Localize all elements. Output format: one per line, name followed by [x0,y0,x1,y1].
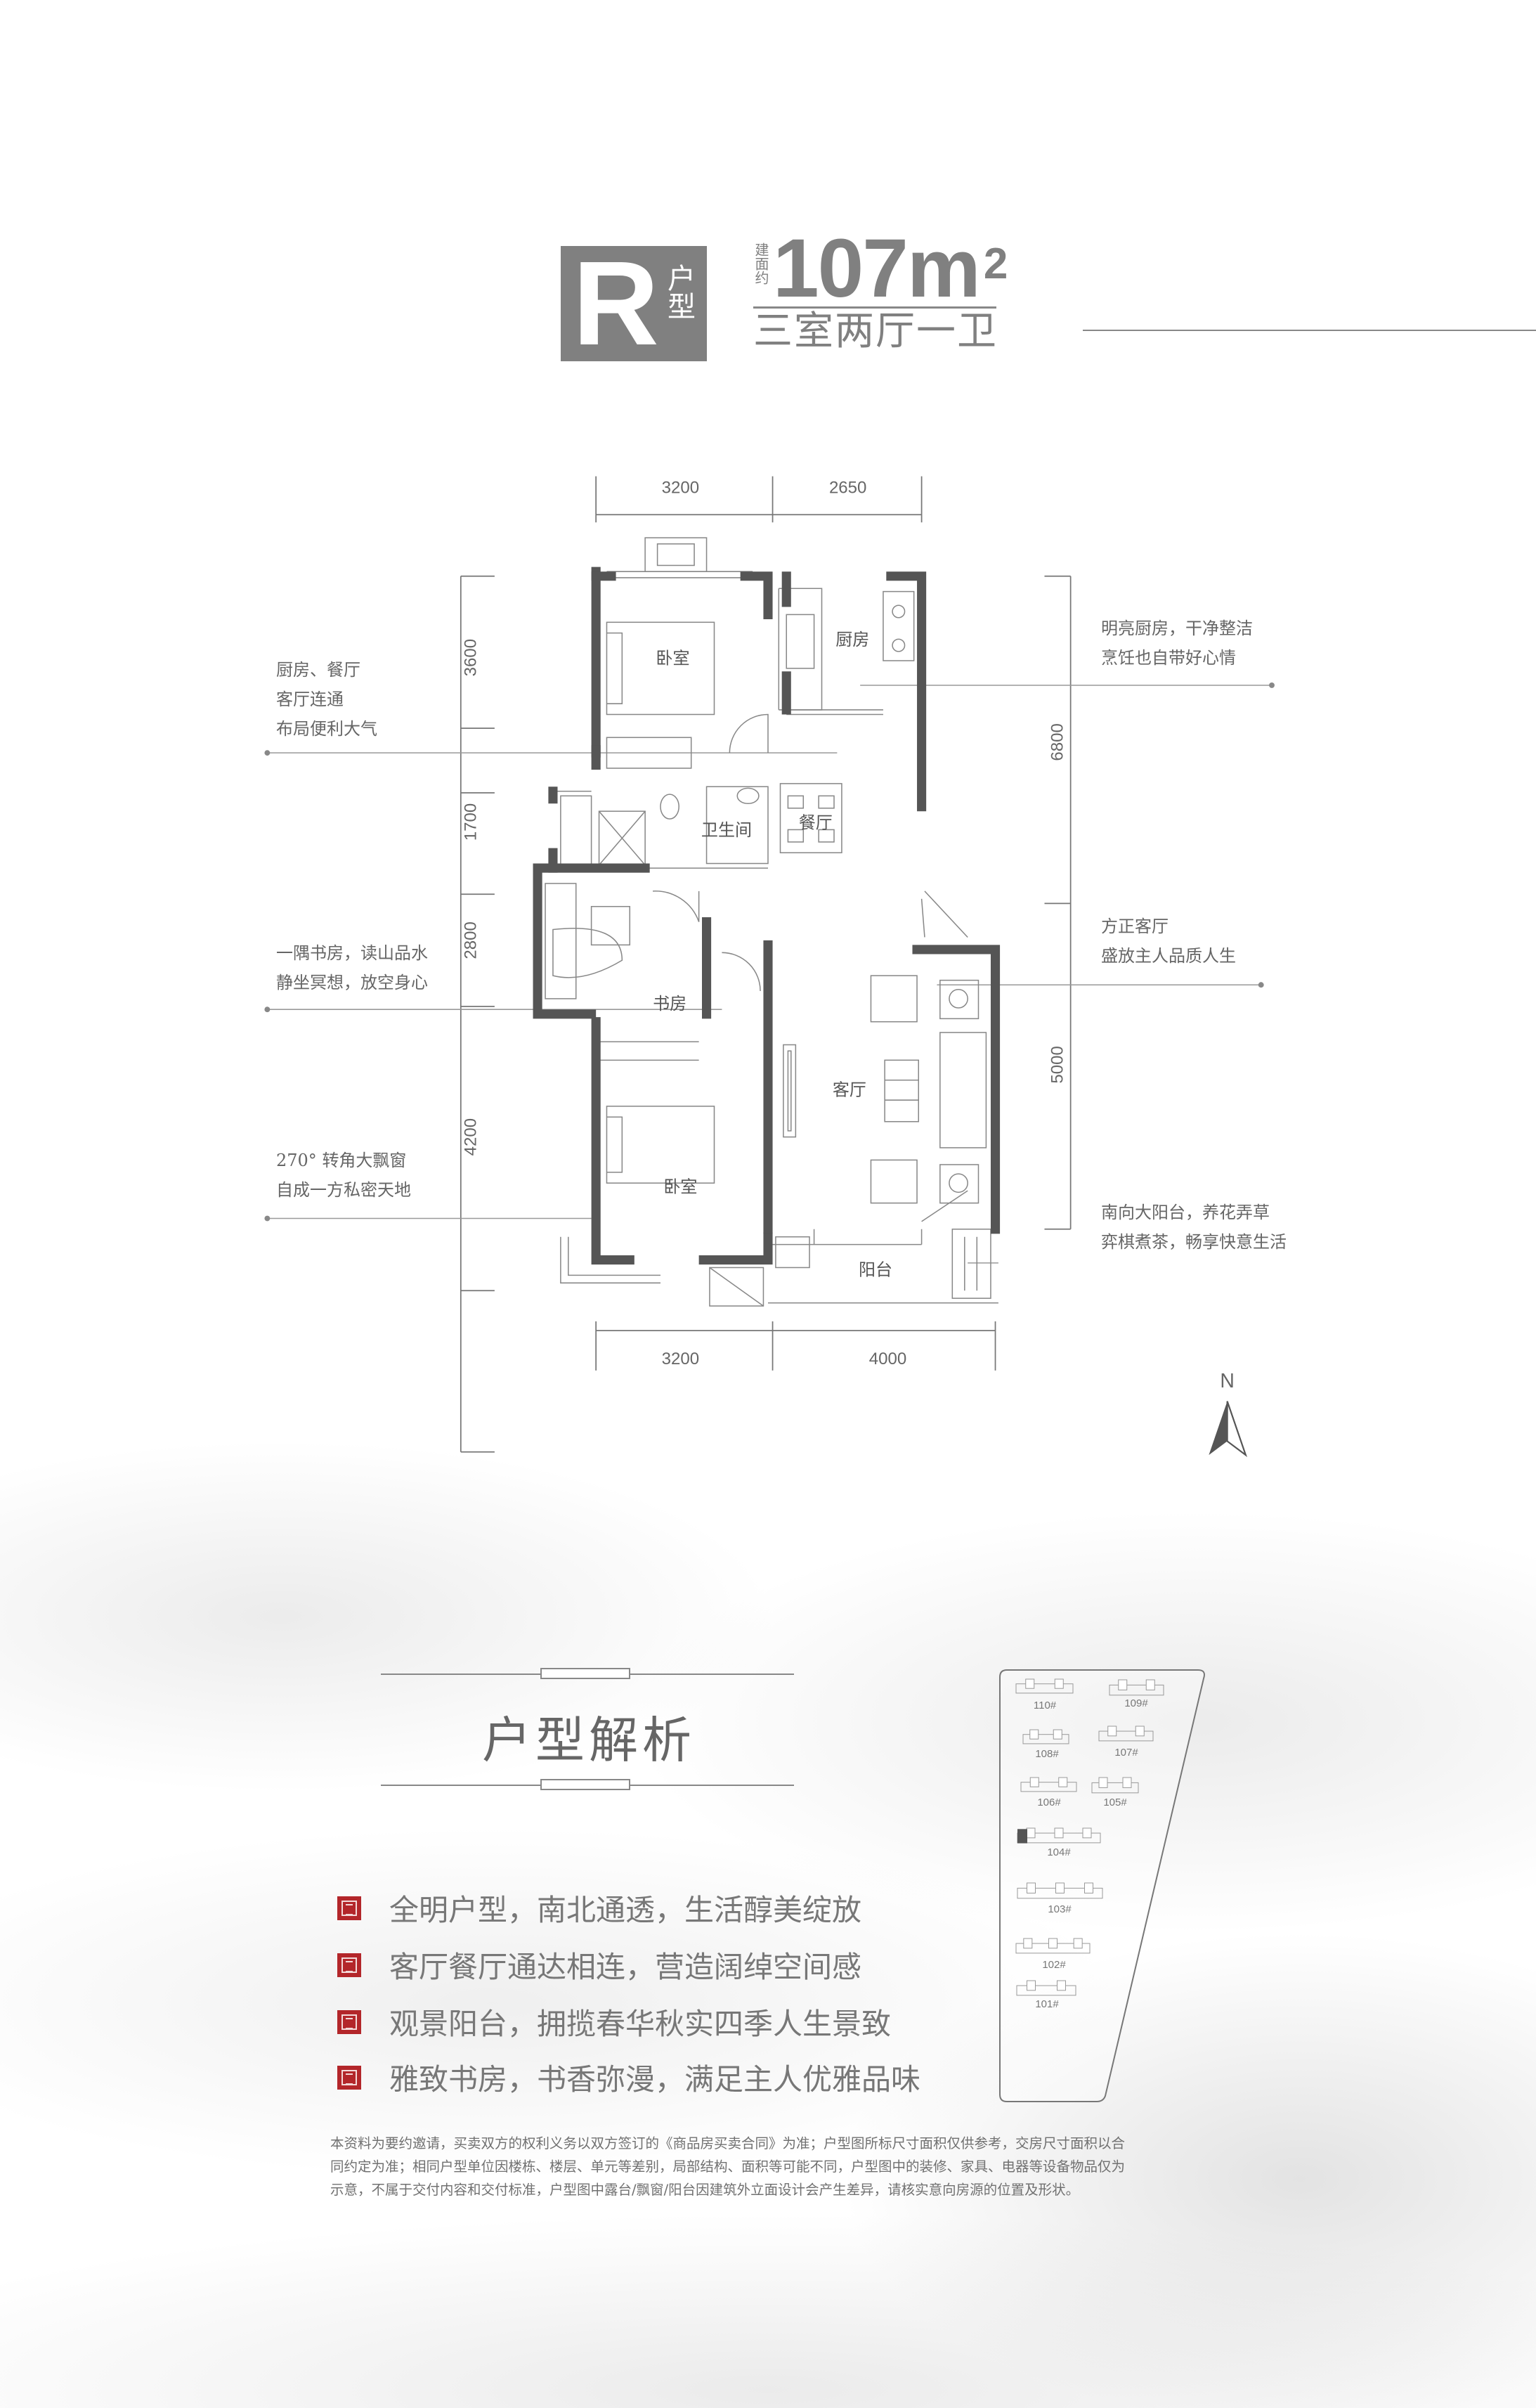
building-label: 103# [1048,1903,1072,1915]
building-102-icon [1015,1938,1091,1954]
building-103-icon [1017,1882,1103,1899]
title-ornament [381,1668,794,1790]
site-plan-frame [999,1669,1205,2102]
building-label: 108# [1035,1748,1059,1760]
building-label: 105# [1103,1797,1127,1808]
callout-line: 客厅连通 [276,690,344,709]
room-label-bedroom-north: 卧室 [656,648,689,668]
section-title: 户型解析 [482,1711,696,1769]
plan-walls [533,567,1001,1265]
callout-kitchen: 明亮厨房，干净整洁 烹饪也自带好心情 [1101,614,1253,673]
dim-left-3: 2800 [462,921,481,959]
building-109-icon [1109,1679,1164,1696]
building-110-icon [1015,1678,1074,1694]
callout-line: 厨房、餐厅 [276,660,360,680]
analysis-point: 客厅餐厅通达相连，营造阔绰空间感 [337,1943,861,1986]
area-unit-sup: 2 [983,240,1008,288]
seal-icon [337,2009,361,2034]
dim-left-1: 3600 [462,639,481,676]
north-arrow-icon: N [1209,1370,1248,1458]
layout-label: 三室两厅一卫 [753,309,998,354]
dimension-lines [460,476,1072,1453]
analysis-point-text: 全明户型，南北通透，生活醇美绽放 [389,1893,862,1927]
callout-line: 自成一方私密天地 [276,1180,411,1200]
disclaimer-line: 同约定为准；相同户型单位因楼栋、楼层、单元等差别，局部结构、面积等可能不同，户型… [330,2158,1126,2175]
building-label: 107# [1114,1747,1138,1759]
callout-line: 盛放主人品质人生 [1101,946,1236,966]
callout-living: 方正客厅 盛放主人品质人生 [1101,912,1236,971]
callout-line: 弈棋煮茶，畅享快意生活 [1101,1232,1287,1252]
room-label-bedroom-south: 卧室 [663,1177,697,1196]
callout-line: 270° 转角大飘窗 [276,1151,407,1170]
seal-icon [337,1953,361,1977]
analysis-point: 雅致书房，书香弥漫，满足主人优雅品味 [337,2056,920,2099]
callout-line: 方正客厅 [1101,917,1169,936]
area-number: 107m [773,222,981,315]
building-106-icon [1020,1777,1077,1792]
building-label: 110# [1033,1700,1057,1711]
unit-type-label: 户型 [663,264,695,320]
room-label-dining: 餐厅 [799,813,833,832]
analysis-point: 观景阳台，拥揽春华秋实四季人生景致 [337,2000,891,2043]
room-label-living: 客厅 [833,1080,866,1100]
area-prefix: 建面约 [753,242,769,285]
analysis-point-text: 雅致书房，书香弥漫，满足主人优雅品味 [389,2062,921,2097]
callout-line: 一隅书房，读山品水 [276,943,428,963]
building-label: 106# [1037,1797,1061,1808]
building-105-icon [1091,1777,1139,1794]
callout-balcony: 南向大阳台，养花弄草 弈棋煮茶，畅享快意生活 [1101,1198,1287,1257]
dim-bottom-1: 3200 [662,1349,699,1368]
dim-right-1: 6800 [1048,723,1067,760]
header-rule [1083,330,1536,331]
building-label: 101# [1035,1998,1059,2010]
seal-icon [337,2065,361,2090]
dim-top-1: 3200 [662,479,699,498]
dim-left-2: 1700 [462,803,481,841]
analysis-point-text: 观景阳台，拥揽春华秋实四季人生景致 [389,2007,892,2041]
disclaimer: 本资料为要约邀请，买卖双方的权利义务以双方签订的《商品房买卖合同》为准；户型图所… [330,2132,1202,2201]
callout-line: 明亮厨房，干净整洁 [1101,619,1253,638]
area-value: 107m2 [773,226,1008,311]
callout-study: 一隅书房，读山品水 静坐冥想，放空身心 [276,938,428,997]
analysis-point: 全明户型，南北通透，生活醇美绽放 [337,1886,861,1929]
north-label: N [1220,1370,1235,1392]
unit-letter: R [573,237,659,370]
plan-details [545,537,998,1307]
room-label-balcony: 阳台 [859,1260,892,1279]
room-label-study: 书房 [653,994,686,1014]
disclaimer-line: 本资料为要约邀请，买卖双方的权利义务以双方签订的《商品房买卖合同》为准；户型图所… [330,2135,1126,2151]
building-label: 102# [1042,1959,1066,1971]
building-label: 109# [1124,1697,1148,1709]
building-104-icon [1017,1827,1101,1844]
header-divider [753,306,996,309]
dim-right-2: 5000 [1048,1046,1067,1083]
seal-icon [337,1896,361,1920]
callout-line: 静坐冥想，放空身心 [276,973,428,992]
dim-bottom-2: 4000 [869,1349,906,1368]
analysis-point-text: 客厅餐厅通达相连，营造阔绰空间感 [389,1950,862,1984]
building-108-icon [1022,1729,1069,1744]
room-label-kitchen: 厨房 [835,630,869,649]
unit-badge [561,246,707,361]
callout-bay-window: 270° 转角大飘窗 自成一方私密天地 [276,1146,411,1205]
callout-line: 布局便利大气 [276,719,377,739]
dim-left-4: 4200 [462,1118,481,1156]
building-label: 104# [1047,1846,1071,1858]
floor-plan: 3200 2650 3200 4000 3600 1700 2800 4200 … [264,476,1275,1458]
dim-top-2: 2650 [829,479,866,498]
building-107-icon [1098,1726,1154,1742]
disclaimer-line: 示意，不属于交付内容和交付标准，户型图中露台/飘窗/阳台因建筑外立面设计会产生差… [330,2182,1080,2198]
room-label-bathroom: 卫生间 [701,820,752,840]
callout-line: 南向大阳台，养花弄草 [1101,1203,1270,1222]
building-101-icon [1016,1980,1076,1996]
callout-kitchen-dining: 厨房、餐厅 客厅连通 布局便利大气 [276,655,377,744]
callout-line: 烹饪也自带好心情 [1101,648,1236,668]
